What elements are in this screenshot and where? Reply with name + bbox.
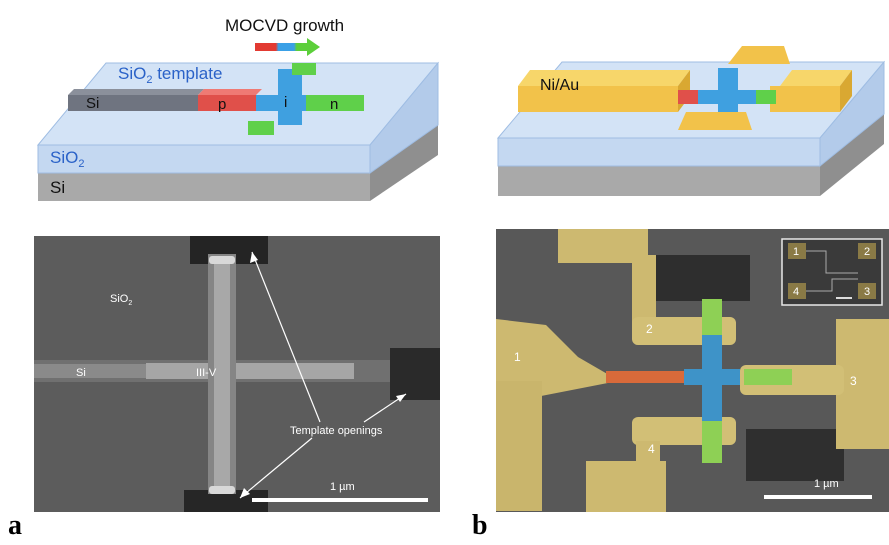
i-label: i — [284, 94, 287, 111]
inset-wires-2 — [806, 278, 858, 292]
inset-pad-2 — [858, 243, 876, 259]
panel-a-schematic: MOCVD growth SiO2 template Si p i n SiO2… — [36, 16, 440, 201]
vertical-cap-bottom — [209, 486, 235, 494]
p-region-top — [198, 89, 262, 95]
b-p-region — [678, 90, 698, 104]
contact-right-front — [770, 86, 840, 112]
vertical-cap-top — [209, 256, 235, 264]
si-channel — [34, 364, 152, 378]
sem-contact-1-lower — [496, 381, 542, 511]
panel-letter-a: a — [8, 510, 22, 541]
b-dark-region-1 — [646, 255, 750, 301]
sem-contact-4-pad — [586, 461, 666, 512]
n-region-bottom-stub — [248, 121, 274, 135]
contact-right-side — [840, 70, 852, 112]
contact-label-4: 4 — [648, 442, 655, 456]
si-wire — [68, 95, 198, 111]
panel-b-micrograph: 1 2 3 4 1 2 3 4 1 µm — [496, 229, 889, 512]
b-substrate-right — [820, 114, 884, 196]
si-wire-top — [68, 89, 204, 95]
p-label: p — [218, 96, 226, 113]
contact-label-1: 1 — [514, 350, 521, 364]
sem-n-top — [702, 299, 722, 335]
opening-arrow-top-head — [250, 252, 258, 263]
oxide-label: SiO2 — [50, 148, 84, 170]
sem-i-vertical — [702, 335, 722, 421]
template-opening-bottom — [184, 490, 268, 512]
template-label: SiO2 template — [118, 64, 222, 86]
contact-bottom — [678, 112, 752, 130]
b-i-vertical — [718, 68, 738, 112]
b-n-region — [756, 90, 776, 104]
substrate-side-right — [370, 125, 438, 201]
growth-arrow-shaft — [255, 43, 307, 51]
iiiv-horizontal — [146, 363, 354, 379]
inset-scale-bar — [836, 297, 852, 299]
sem-oxide-label: SiO2 — [110, 293, 132, 307]
n-label: n — [330, 96, 338, 113]
oxide-front — [37, 144, 371, 174]
b-substrate-front — [498, 166, 820, 196]
n-region — [306, 95, 364, 111]
ni-au-label: Ni/Au — [540, 77, 579, 94]
inset-label-3: 3 — [864, 286, 870, 298]
oxide-right — [369, 61, 439, 174]
contact-right-top — [780, 70, 852, 86]
sem-iiiv-label: III-V — [196, 367, 217, 379]
b-oxide-right — [819, 60, 885, 168]
contact-left-front — [518, 86, 678, 112]
sem-n-right — [744, 369, 792, 385]
inset-label-4: 4 — [793, 286, 799, 298]
opening-arrow-top — [251, 251, 321, 423]
sem-contact-1-lead — [536, 375, 622, 383]
inset-label-1: 1 — [793, 246, 799, 258]
opening-arrow-right-head — [396, 394, 406, 402]
inset-pad-4 — [788, 283, 806, 299]
sem-contact-2-lead — [632, 255, 656, 325]
inset-pad-1 — [788, 243, 806, 259]
panel-letter-b: b — [472, 510, 488, 541]
substrate-label: Si — [50, 178, 65, 197]
contact-top — [728, 46, 790, 64]
template-openings-label: Template openings — [290, 425, 383, 437]
iiiv-vertical — [214, 258, 230, 490]
inset-label-2: 2 — [864, 246, 870, 258]
scale-bar-a — [252, 498, 428, 502]
opening-arrow-bottom — [239, 437, 313, 499]
panel-a-micrograph: SiO2 Si III-V Template openings 1 µm — [34, 236, 440, 512]
inset-pad-3 — [858, 283, 876, 299]
b-oxide-front — [497, 137, 821, 167]
scale-bar-label-b: 1 µm — [814, 478, 839, 490]
opening-arrow-bottom-head — [240, 488, 250, 498]
b-dark-region-2 — [746, 429, 844, 481]
sem-p-region — [606, 371, 684, 383]
substrate-side-front — [38, 173, 370, 201]
growth-arrow-head — [307, 38, 320, 56]
mocvd-growth-label: MOCVD growth — [225, 16, 344, 35]
sem-n-bottom — [702, 421, 722, 463]
n-region-top-stub — [292, 63, 316, 75]
scale-bar-b — [764, 495, 872, 499]
contact-label-3: 3 — [850, 374, 857, 388]
si-wire-label: Si — [86, 95, 99, 112]
i-region-vertical — [278, 69, 302, 125]
scale-bar-label-a: 1 µm — [330, 481, 355, 493]
sem-si-label: Si — [76, 367, 86, 379]
panel-b-schematic: Ni/Au — [496, 46, 886, 196]
template-opening-right — [390, 348, 440, 400]
inset-wires — [806, 250, 858, 274]
p-region — [198, 95, 256, 111]
sem-contact-3-pad — [836, 319, 889, 449]
contact-left-top — [518, 70, 690, 86]
contact-label-2: 2 — [646, 322, 653, 336]
